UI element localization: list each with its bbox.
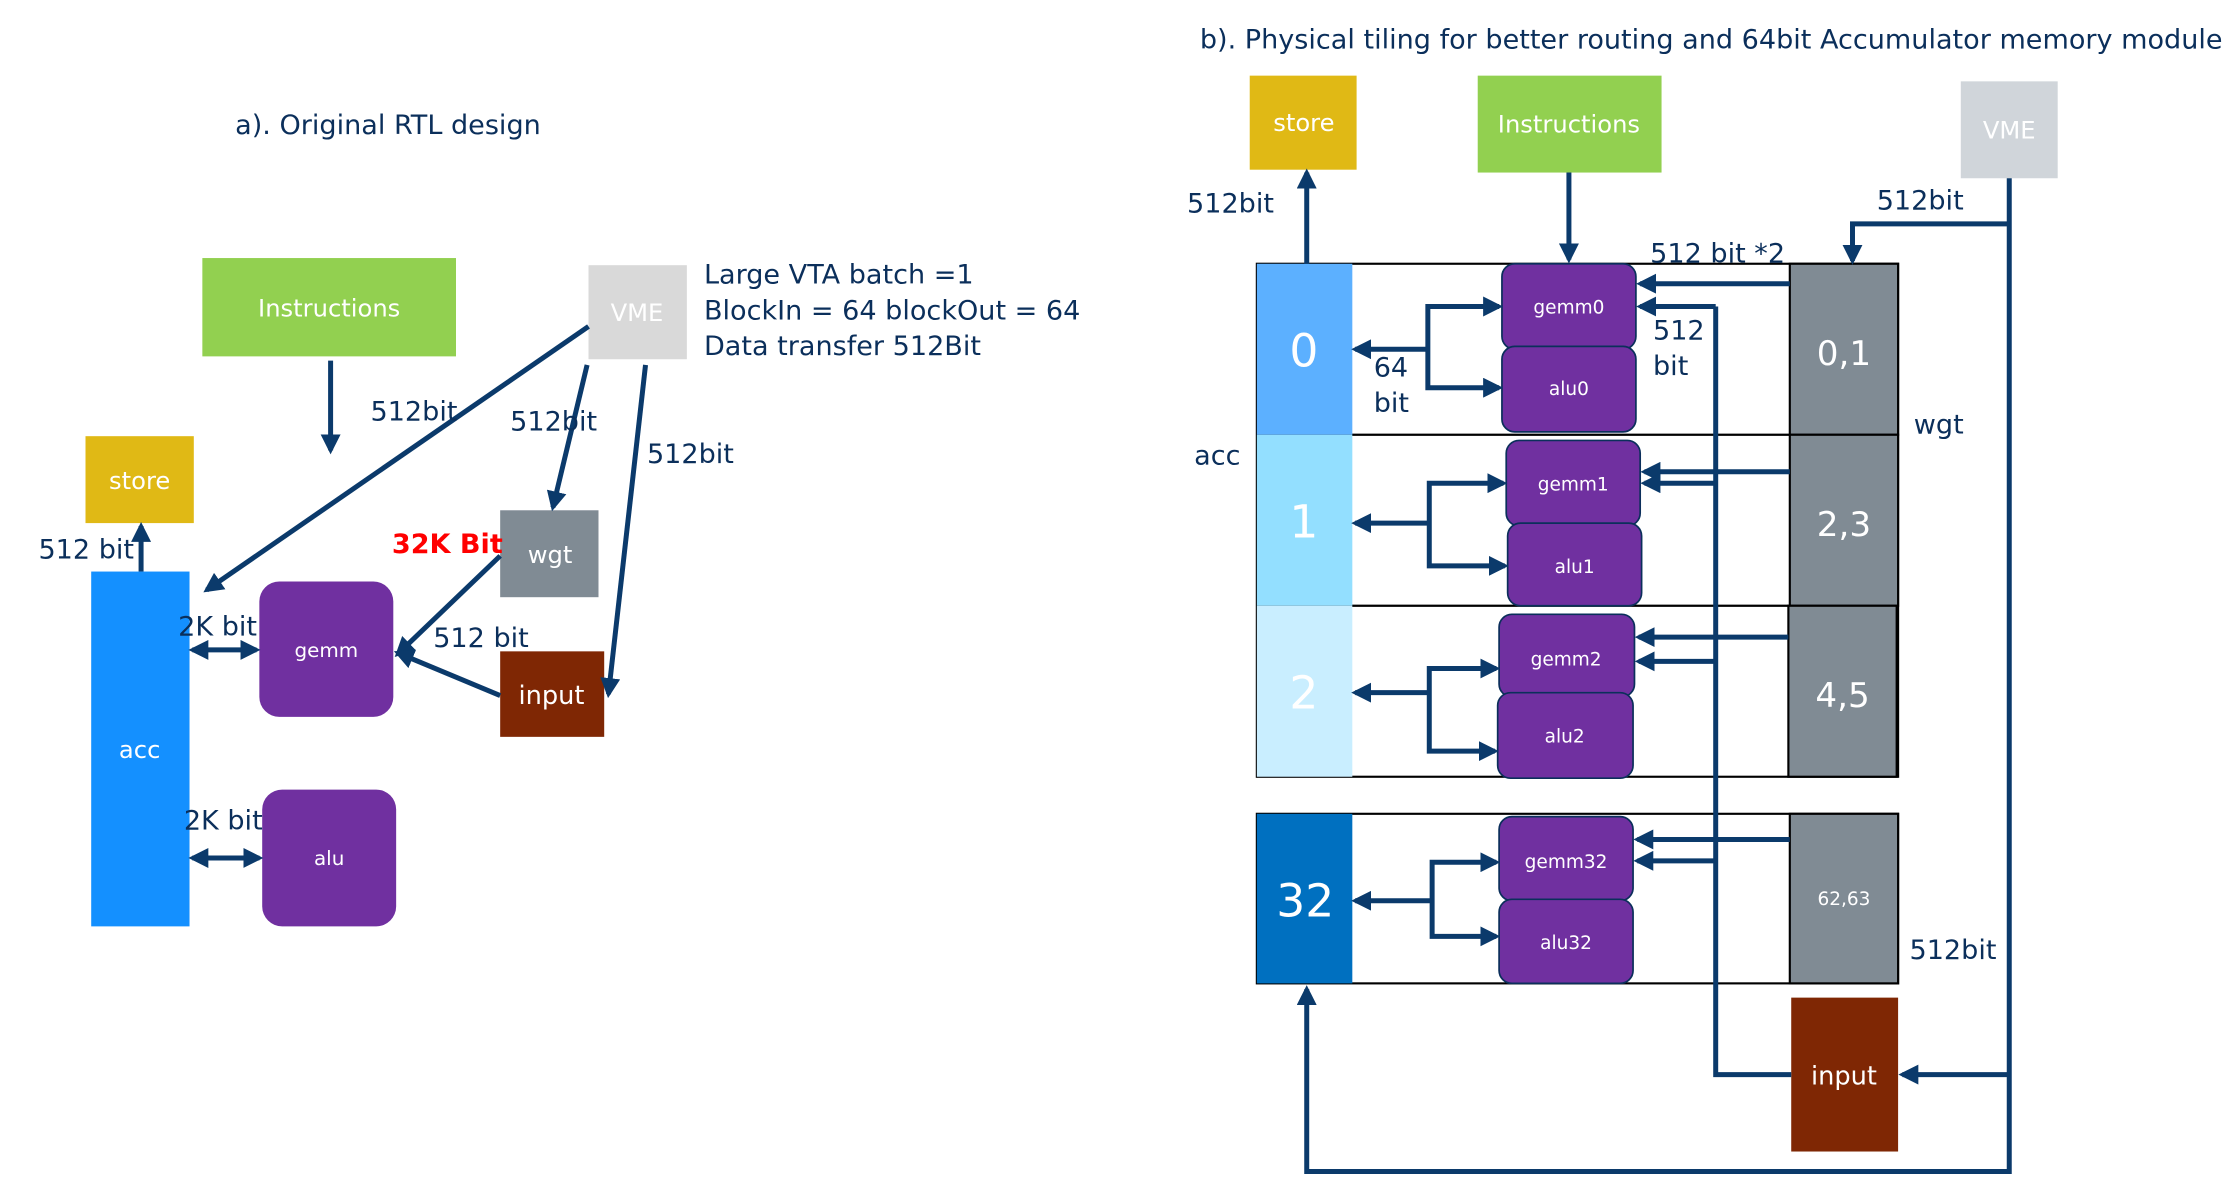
panel-b: b). Physical tiling for better routing a… bbox=[1187, 25, 2223, 1174]
instructions-block bbox=[1477, 75, 1662, 173]
arrow-wgt-gemm bbox=[394, 554, 502, 657]
wgt-label: wgt bbox=[528, 541, 573, 569]
vme-block bbox=[1960, 81, 2058, 179]
acc-tile-0 bbox=[1256, 263, 1353, 435]
gemm2-label: gemm2 bbox=[1531, 650, 1602, 671]
wgt-tile-label: 4,5 bbox=[1815, 676, 1869, 716]
acc-tile-label: 2 bbox=[1289, 666, 1318, 719]
label-wgt: wgt bbox=[1914, 409, 1964, 440]
note-line: Large VTA batch =1 bbox=[704, 260, 974, 291]
wgt-tile bbox=[1788, 262, 1900, 436]
wgt-block bbox=[500, 510, 599, 598]
label-acc-store: 512 bit bbox=[38, 535, 134, 566]
wgt-tile-label: 62,63 bbox=[1817, 889, 1870, 910]
panel-a: a). Original RTL design Instructions VME… bbox=[38, 110, 1080, 927]
vme-label: VME bbox=[1983, 116, 2036, 144]
input-label: input bbox=[518, 681, 584, 711]
gemm32-label: gemm32 bbox=[1525, 852, 1608, 873]
wgt-size-label: 32K Bit bbox=[392, 529, 503, 560]
instructions-label: Instructions bbox=[1498, 111, 1640, 139]
note-line: BlockIn = 64 blockOut = 64 bbox=[704, 295, 1080, 326]
acc-block bbox=[91, 571, 190, 927]
label-input-gemm: 512 bit bbox=[433, 623, 529, 654]
panel-a-title: a). Original RTL design bbox=[235, 110, 541, 141]
gemm1-label: gemm1 bbox=[1538, 474, 1609, 495]
wgt-tile bbox=[1788, 433, 1900, 607]
wgt-tile bbox=[1788, 812, 1900, 985]
alu32-label: alu32 bbox=[1540, 933, 1592, 954]
vme-label: VME bbox=[611, 299, 664, 327]
label-vme-input: 512bit bbox=[1909, 935, 1996, 966]
instructions-block bbox=[202, 258, 456, 357]
panel-b-title: b). Physical tiling for better routing a… bbox=[1200, 25, 2223, 56]
label-acc-gemm: 2K bit bbox=[178, 612, 257, 643]
input-bus bbox=[1713, 306, 1792, 1078]
gemm-block bbox=[259, 581, 394, 717]
label-input-bus: bit bbox=[1653, 351, 1688, 382]
acc-tile-2 bbox=[1256, 605, 1353, 777]
arrow-row1-units bbox=[1426, 473, 1509, 576]
alu2-label: alu2 bbox=[1545, 727, 1585, 748]
store-label: store bbox=[109, 467, 170, 495]
store-block bbox=[1249, 75, 1357, 170]
label-wgt-bus: 512 bit *2 bbox=[1650, 238, 1785, 269]
vme-block bbox=[588, 265, 687, 360]
arrow-row2-units bbox=[1426, 658, 1501, 762]
label-vme-input: 512bit bbox=[647, 439, 734, 470]
store-label: store bbox=[1273, 109, 1334, 137]
gemm0-label: gemm0 bbox=[1533, 298, 1604, 319]
acc-tile-label: 1 bbox=[1289, 495, 1318, 548]
input-label: input bbox=[1811, 1062, 1877, 1092]
wgt-tile-label: 0,1 bbox=[1817, 334, 1871, 374]
arrow-vme-input bbox=[600, 364, 649, 699]
label-input-bus: 512 bbox=[1653, 315, 1705, 346]
label-acc-alu: 2K bit bbox=[184, 805, 263, 836]
arrow-vme-wgt bbox=[546, 364, 590, 512]
input-block bbox=[1791, 997, 1899, 1152]
note-line: Data transfer 512Bit bbox=[704, 331, 981, 362]
label-acc: acc bbox=[1194, 441, 1240, 472]
store-block bbox=[85, 436, 194, 524]
label-vme-acc: 512bit bbox=[371, 397, 458, 428]
label-vme-wgt: 512bit bbox=[1877, 186, 1964, 217]
wgt-tile bbox=[1787, 604, 1898, 778]
arrow-row0-units bbox=[1425, 296, 1504, 398]
wgt-tile-label: 2,3 bbox=[1817, 505, 1871, 545]
arrow-vme-acc bbox=[203, 324, 590, 593]
alu-label: alu bbox=[314, 846, 344, 870]
label-store: 512bit bbox=[1187, 188, 1274, 219]
acc-tile-32 bbox=[1256, 813, 1353, 984]
alu1-label: alu1 bbox=[1555, 557, 1595, 578]
label-vme-wgt: 512bit bbox=[510, 406, 597, 437]
label-acc-bus: bit bbox=[1374, 388, 1409, 419]
alu0-label: alu0 bbox=[1549, 379, 1589, 400]
gemm-label: gemm bbox=[294, 638, 358, 662]
label-acc-bus: 64 bbox=[1374, 352, 1408, 383]
wires bbox=[1296, 168, 2012, 1174]
arrow-input-gemm bbox=[393, 649, 502, 698]
acc-label: acc bbox=[119, 736, 160, 764]
arrow-row32-units bbox=[1429, 852, 1501, 947]
arrow-vme-wgt bbox=[1842, 221, 2010, 265]
acc-tile-label: 32 bbox=[1276, 874, 1334, 927]
instructions-label: Instructions bbox=[258, 294, 400, 322]
acc-tile-label: 0 bbox=[1289, 324, 1318, 377]
alu-block bbox=[262, 789, 397, 927]
input-block bbox=[500, 651, 605, 737]
vme-bus bbox=[1296, 178, 2012, 1174]
acc-tile-1 bbox=[1256, 434, 1353, 606]
